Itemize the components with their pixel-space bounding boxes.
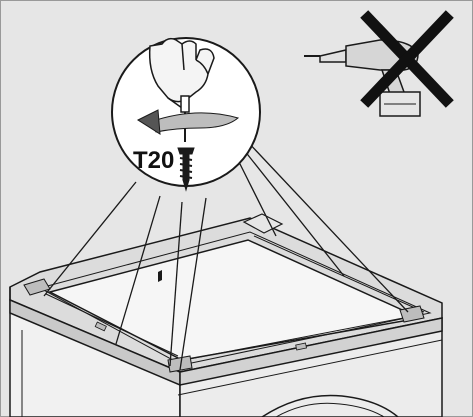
rotation-arrow-icon <box>136 109 240 135</box>
door-arc <box>261 394 399 417</box>
magnifier-detail: T20 <box>111 37 261 192</box>
mounting-frame <box>9 213 443 387</box>
prohibited-cross-icon <box>360 10 454 108</box>
leader-lines <box>43 139 409 371</box>
corner-bracket <box>167 355 193 373</box>
hand-screwdriver-icon <box>148 37 215 142</box>
screw-icon <box>177 147 195 192</box>
tool-size-label: T20 <box>133 147 174 174</box>
